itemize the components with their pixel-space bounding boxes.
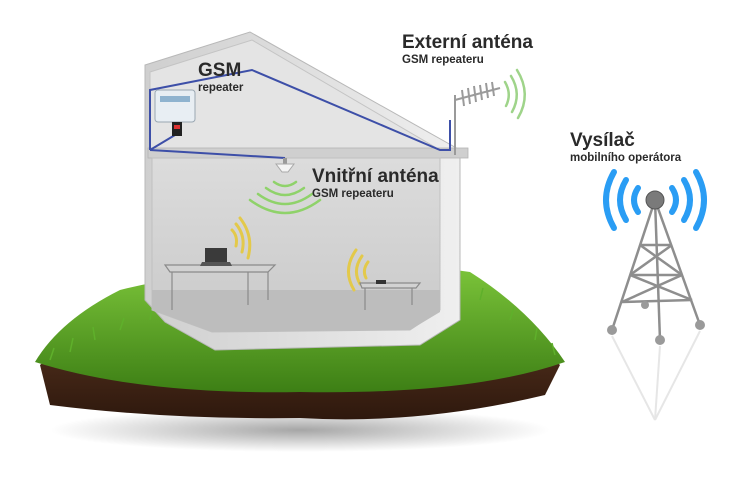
phone-signal [347, 248, 370, 292]
internal-antenna-signal [248, 180, 322, 215]
external-antenna-label: Externí anténa GSM repeateru [402, 32, 533, 67]
internal-antenna-label-title: Vnitřní anténa [312, 166, 439, 187]
antenna-cable [149, 68, 451, 159]
repeater-label-title: GSM [198, 60, 242, 81]
transmitter-label-subtitle: mobilního operátora [570, 152, 682, 164]
internal-antenna-label: Vnitřní anténa GSM repeateru [312, 166, 439, 201]
ceiling-antenna-icon [275, 158, 295, 173]
yagi-antenna-icon [454, 81, 501, 155]
transmitter-label: Vysílač mobilního operátora [570, 130, 681, 165]
transmitter-label-title: Vysílač [570, 130, 635, 151]
tower-signal [603, 169, 707, 231]
tower-reflection [611, 330, 701, 421]
grass-blades [49, 287, 556, 361]
external-antenna-label-title: Externí anténa [402, 32, 533, 53]
transmitter-tower-icon [607, 190, 705, 345]
external-antenna-signal [503, 68, 526, 120]
repeater-label-subtitle: repeater [198, 82, 244, 94]
repeater-label: GSM repeater [198, 60, 243, 95]
repeater-box-icon [154, 89, 196, 136]
table-right [359, 280, 422, 310]
ground-shadow [50, 408, 550, 452]
laptop-signal [230, 216, 252, 260]
table-left [163, 264, 277, 310]
laptop-icon [200, 248, 232, 266]
internal-antenna-label-subtitle: GSM repeateru [312, 188, 394, 200]
room-floor [152, 290, 440, 332]
external-antenna-label-subtitle: GSM repeateru [402, 54, 484, 66]
